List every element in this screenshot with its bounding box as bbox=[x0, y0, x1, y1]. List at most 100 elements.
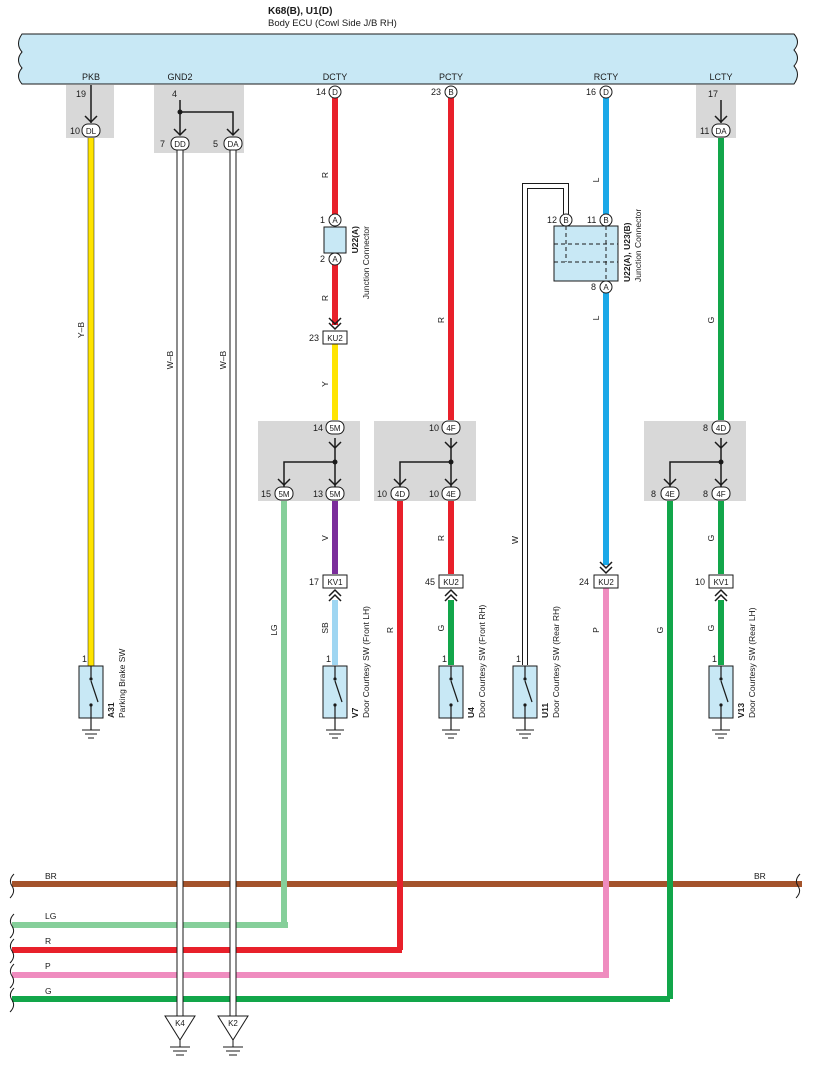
wire-label-r1: R bbox=[320, 172, 330, 178]
pcty-pin-circle bbox=[444, 85, 458, 99]
bus-label-g: G bbox=[45, 986, 52, 996]
rl-arrow-down bbox=[714, 441, 728, 450]
ground-k4-label: K4 bbox=[175, 1019, 185, 1028]
pin-gnd-top: 4 bbox=[172, 89, 177, 99]
u22-pin1-conn: A bbox=[332, 216, 338, 225]
rl-junction-dot bbox=[718, 459, 724, 465]
wire-label-p: P bbox=[591, 627, 601, 633]
wire-label-r2: R bbox=[320, 295, 330, 301]
u23-junction-body bbox=[553, 225, 619, 282]
switch-a31-id: A31 bbox=[106, 702, 116, 718]
switch-v7-pin: 1 bbox=[326, 654, 331, 664]
ecu-subtitle: Body ECU (Cowl Side J/B RH) bbox=[268, 18, 397, 29]
ku2-b-arrow bbox=[444, 588, 458, 602]
switch-v13: 1 bbox=[708, 654, 734, 739]
kv1-b-connector-label: KV1 bbox=[713, 578, 729, 587]
bus-label-p: P bbox=[45, 961, 51, 971]
ground-k4-icon bbox=[170, 1040, 190, 1056]
ground-k2-triangle bbox=[217, 1015, 249, 1041]
fl-left-connector bbox=[274, 486, 294, 501]
dcty-pin-circle bbox=[328, 85, 342, 99]
switch-u11-name: Door Courtesy SW (Rear RH) bbox=[551, 606, 561, 718]
wire-label-sb: SB bbox=[320, 622, 330, 634]
switch-u11-pin: 1 bbox=[516, 654, 521, 664]
pin-rcty-top: 16 bbox=[586, 87, 596, 97]
wire-label-l1: L bbox=[591, 177, 601, 182]
fr-right-connector bbox=[441, 486, 461, 501]
pin-fl-left: 15 bbox=[261, 489, 271, 499]
u22-pin2-label: 2 bbox=[320, 254, 325, 264]
wire-label-r5: R bbox=[436, 535, 446, 541]
u22-pin1-label: 1 bbox=[320, 215, 325, 225]
u23-pin8-label: 8 bbox=[591, 282, 596, 292]
switch-a31-pin: 1 bbox=[82, 654, 87, 664]
switch-u4-id: U4 bbox=[466, 707, 476, 718]
switch-u11-id: U11 bbox=[540, 703, 550, 718]
u22a-name: Junction Connector bbox=[361, 226, 371, 299]
fl-left-connector-label: 5M bbox=[278, 490, 289, 499]
fl-top-connector-label: 5M bbox=[329, 424, 340, 433]
fl-arrow-down bbox=[328, 441, 342, 450]
dcty-wiring bbox=[281, 98, 338, 925]
pin-pcty-top: 23 bbox=[431, 87, 441, 97]
pin-fr-right: 10 bbox=[429, 489, 439, 499]
ku2-b-connector-label: KU2 bbox=[443, 578, 459, 587]
rcty-wiring bbox=[522, 98, 609, 975]
u22-pin1-circle bbox=[328, 213, 342, 227]
kv1-a-connector bbox=[322, 574, 348, 589]
fr-right-connector-label: 4E bbox=[446, 490, 456, 499]
fr-left-connector bbox=[390, 486, 410, 501]
pin-lcty-top: 17 bbox=[708, 89, 718, 99]
gnd-branch-h bbox=[180, 111, 234, 135]
switch-a31-name: Parking Brake SW bbox=[117, 649, 127, 718]
wire-label-g2: G bbox=[706, 317, 716, 324]
rl-arrow-right bbox=[714, 478, 728, 487]
wire-wb-right bbox=[229, 149, 237, 1017]
bus-label-lg: LG bbox=[45, 911, 56, 921]
ecu-terminal-rcty: RCTY bbox=[594, 72, 619, 82]
gnd-junction-dot bbox=[177, 109, 183, 115]
pin-gnd-left: 7 bbox=[160, 139, 165, 149]
wire-label-g4: G bbox=[706, 535, 716, 542]
pkb-arrow bbox=[84, 115, 98, 124]
wire-label-g5: G bbox=[706, 625, 716, 632]
u23-pin8-circle bbox=[599, 280, 613, 294]
ku2-c-connector-label: KU2 bbox=[598, 578, 614, 587]
pin-fr-left: 10 bbox=[377, 489, 387, 499]
switch-u4-pin: 1 bbox=[442, 654, 447, 664]
fr-top-connector-label: 4F bbox=[446, 424, 455, 433]
ecu-title: K68(B), U1(D) bbox=[268, 6, 332, 17]
lcty-wiring bbox=[667, 100, 724, 999]
wire-label-g1: G bbox=[436, 625, 446, 632]
pin-ku2-a: 23 bbox=[309, 333, 319, 343]
u23-pin12-circle bbox=[559, 213, 573, 227]
rcty-pin-conn: D bbox=[603, 88, 609, 97]
ku2-c-arrow bbox=[599, 561, 613, 575]
ecu-terminal-gnd2: GND2 bbox=[167, 72, 192, 82]
fr-left-connector-label: 4D bbox=[395, 490, 405, 499]
ecu-body bbox=[18, 33, 798, 85]
switch-v13-name: Door Courtesy SW (Rear LH) bbox=[747, 607, 757, 718]
fr-arrow-down bbox=[444, 441, 458, 450]
pin-kv1-b: 10 bbox=[695, 577, 705, 587]
wire-label-r3: R bbox=[385, 627, 395, 633]
switch-v7-name: Door Courtesy SW (Front LH) bbox=[361, 606, 371, 718]
wire-label-wb-right: W–B bbox=[218, 350, 228, 369]
gnd-left-connector-label: DD bbox=[174, 140, 186, 149]
kv1-b-arrow bbox=[714, 588, 728, 602]
pin-kv1-a: 17 bbox=[309, 577, 319, 587]
switch-u4-name: Door Courtesy SW (Front RH) bbox=[477, 604, 487, 718]
pin-rl-right: 8 bbox=[703, 489, 708, 499]
pcty-wiring bbox=[397, 98, 454, 950]
fr-arrow-left bbox=[393, 478, 407, 487]
fl-arrow-right bbox=[328, 478, 342, 487]
gnd-right-connector-label: DA bbox=[227, 140, 239, 149]
pin-rl-left: 8 bbox=[651, 489, 656, 499]
fr-arrow-right bbox=[444, 478, 458, 487]
ku2-c-connector bbox=[593, 574, 619, 589]
ground-k2-label: K2 bbox=[228, 1019, 238, 1028]
pin-fl-top: 14 bbox=[313, 423, 323, 433]
pin-fr-top: 10 bbox=[429, 423, 439, 433]
rl-top-connector-label: 4D bbox=[716, 424, 726, 433]
rl-arrow-left bbox=[663, 478, 677, 487]
